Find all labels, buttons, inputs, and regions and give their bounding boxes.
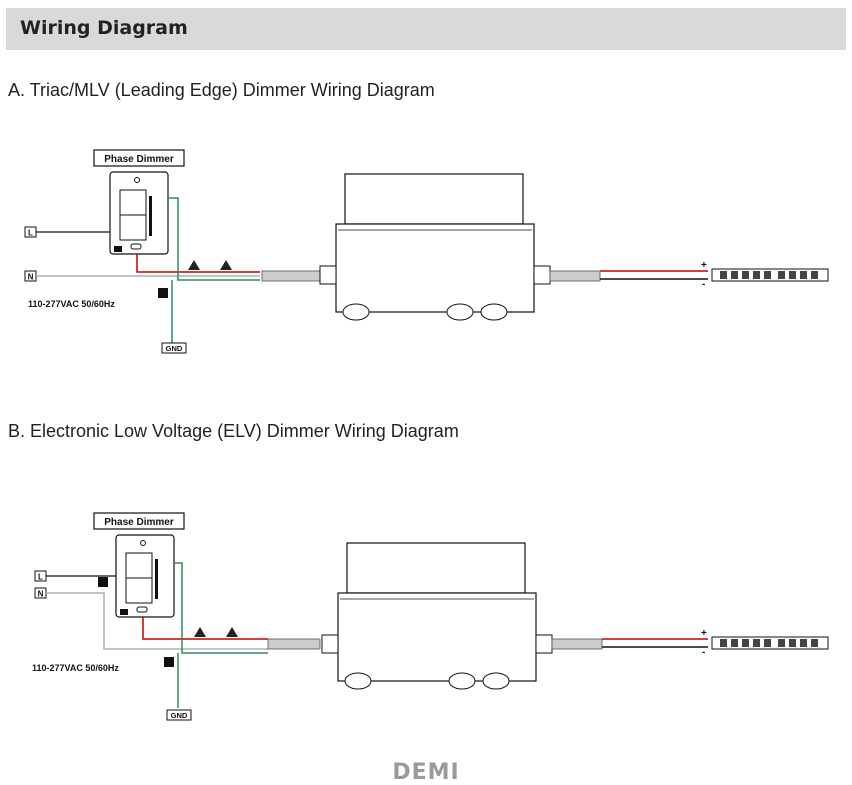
dimmer-label: Phase Dimmer bbox=[104, 517, 174, 528]
led-driver bbox=[321, 542, 553, 690]
led-strip bbox=[711, 268, 829, 282]
dimmer-label: Phase Dimmer bbox=[104, 154, 174, 165]
voltage-label: 110-277VAC 50/60Hz bbox=[32, 663, 119, 673]
line-label: L bbox=[28, 229, 33, 238]
ground-label: GND bbox=[166, 344, 183, 353]
voltage-label: 110-277VAC 50/60Hz bbox=[28, 299, 115, 309]
wiring-diagram-b: Phase Dimmer L N 110-277VAC 50/60Hz GND … bbox=[32, 512, 829, 721]
footer-logo: DEMI bbox=[392, 760, 460, 785]
led-plus-label: + bbox=[701, 628, 707, 639]
led-driver bbox=[319, 173, 551, 321]
led-minus-label: - bbox=[702, 279, 705, 290]
phase-dimmer: Phase Dimmer bbox=[93, 149, 185, 255]
line-label: L bbox=[38, 573, 43, 582]
led-minus-label: - bbox=[702, 647, 705, 658]
page-title: Wiring Diagram bbox=[20, 17, 188, 39]
wiring-diagram-a: Phase Dimmer L N 110-277VAC 50/60Hz GND … bbox=[24, 149, 829, 354]
diagram-b-title: B. Electronic Low Voltage (ELV) Dimmer W… bbox=[8, 421, 459, 441]
phase-dimmer: Phase Dimmer bbox=[93, 512, 185, 618]
led-plus-label: + bbox=[701, 260, 707, 271]
neutral-label: N bbox=[28, 273, 34, 282]
diagram-a-title: A. Triac/MLV (Leading Edge) Dimmer Wirin… bbox=[8, 80, 435, 100]
ground-label: GND bbox=[171, 711, 188, 720]
section-header: Wiring Diagram bbox=[6, 8, 846, 50]
neutral-label: N bbox=[38, 590, 44, 599]
led-strip bbox=[711, 636, 829, 650]
